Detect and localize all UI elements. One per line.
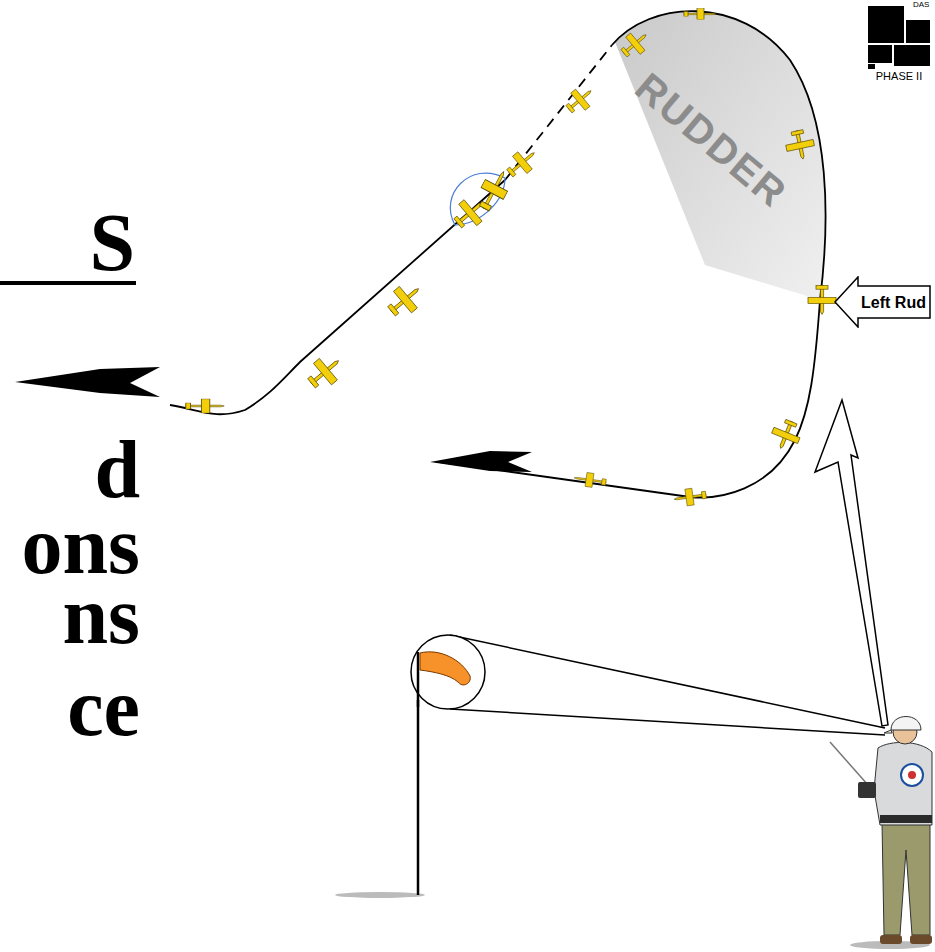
view-line xyxy=(450,709,885,735)
control-label: RUDDER xyxy=(628,64,797,215)
direction-arrow xyxy=(15,367,160,397)
heading-fragment: d xyxy=(94,429,140,511)
direction-callout: Left Rud xyxy=(834,276,931,328)
pointer-arrow xyxy=(815,400,888,726)
logo-squares xyxy=(868,6,930,69)
direction-arrow xyxy=(430,451,532,472)
heading-fragment: ns xyxy=(62,575,140,657)
windsock xyxy=(420,652,470,685)
logo-text: PHASE II xyxy=(876,70,922,83)
flight-path xyxy=(170,180,505,414)
magnifier-circle xyxy=(411,635,485,709)
heading-fragment: S xyxy=(89,202,135,284)
heading-fragment: ce xyxy=(67,667,140,749)
airplane-icons xyxy=(186,8,836,507)
flight-path xyxy=(440,11,826,497)
view-line xyxy=(450,635,885,728)
windsock-pole xyxy=(417,700,420,895)
logo-text: DAS xyxy=(913,0,929,9)
pole-shadow xyxy=(335,892,425,898)
arrow-shape xyxy=(835,277,930,327)
rudder-wedge xyxy=(615,11,826,300)
pilot-figure xyxy=(830,717,932,950)
windsock-pole xyxy=(417,652,420,707)
callout-text: Left Rud xyxy=(860,294,927,311)
